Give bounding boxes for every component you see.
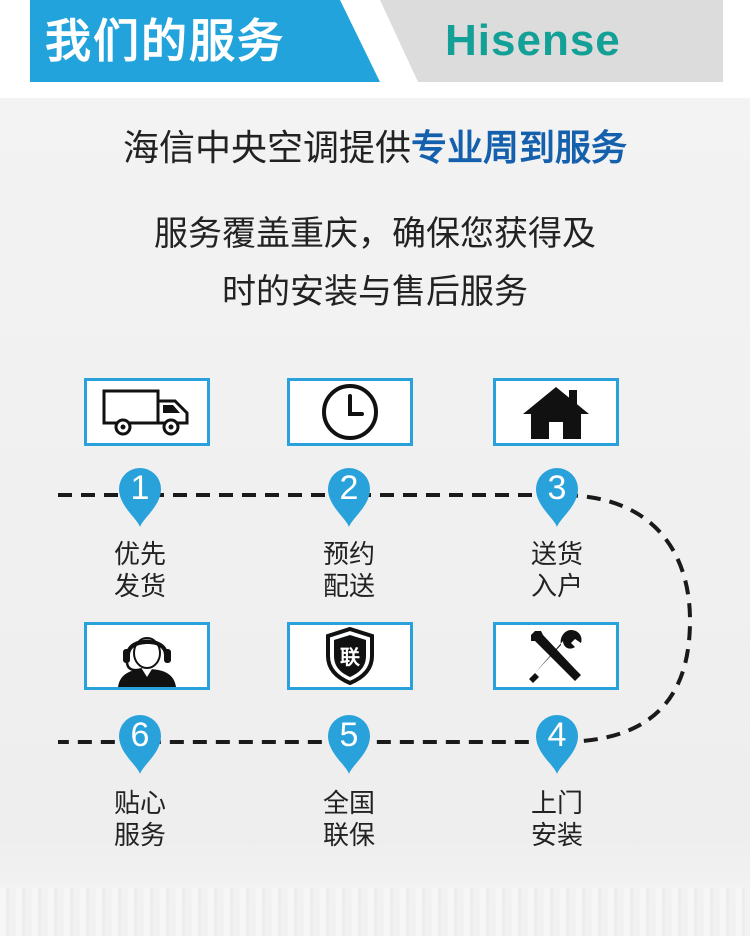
step-2-icon-box [287,378,413,446]
step-6-icon-box [84,622,210,690]
step-4-marker: 4 [534,713,580,775]
step-4-icon-box [493,622,619,690]
page-title: 我们的服务 [45,14,285,68]
step-3-label: 送货 入户 [497,539,617,603]
step-4-label-line-2: 安装 [530,821,583,851]
subtitle-line-1: 服务覆盖重庆，确保您获得及 [154,214,596,254]
step-6-label-line-1: 贴心 [113,789,166,819]
clock-icon [322,384,378,440]
step-5-icon-box: 联 [287,622,413,690]
panel-bottom-texture [0,888,750,936]
step-6-label: 贴心 服务 [80,788,200,852]
step-5-label-line-2: 联保 [322,821,375,851]
step-4-label: 上门 安装 [497,788,617,852]
step-3-icon-box [493,378,619,446]
wrench-screwdriver-icon [529,630,582,683]
step-3-marker: 3 [534,466,580,528]
header-title-background [30,0,380,82]
step-3-label-line-1: 送货 [530,540,583,570]
service-panel [0,98,750,936]
step-5-marker: 5 [326,713,372,775]
step-1-label-line-1: 优先 [113,540,166,570]
step-2-label: 预约 配送 [289,539,409,603]
step-6-label-line-2: 服务 [113,821,166,851]
step-6-number: 6 [130,716,150,754]
step-4-number: 4 [547,716,567,754]
step-3-number: 3 [547,469,567,507]
step-1-label: 优先 发货 [80,539,200,603]
step-1-label-line-2: 发货 [113,572,166,602]
shield-icon: 联 [326,626,374,686]
step-4-label-line-1: 上门 [530,789,583,819]
step-2-number: 2 [339,469,359,507]
step-1-icon-box [84,378,210,446]
step-1-number: 1 [130,469,150,507]
step-6-marker: 6 [117,713,163,775]
step-3-label-line-2: 入户 [530,572,583,602]
step-2-label-line-2: 配送 [322,572,375,602]
brand-background [380,0,723,82]
step-2-label-line-1: 预约 [322,540,375,570]
headline-highlight: 专业周到服务 [411,128,628,169]
header-banner: 我们的服务 Hisense [0,0,750,98]
delivery-truck-icon [102,389,189,436]
customer-service-headset-icon [118,637,176,687]
step-1-marker: 1 [117,466,163,528]
headline: 海信中央空调提供专业周到服务 [0,122,750,176]
headline-plain: 海信中央空调提供 [122,128,411,169]
step-5-label-line-1: 全国 [322,789,375,819]
step-5-label: 全国 联保 [289,788,409,852]
shield-text: 联 [340,645,360,669]
step-2-marker: 2 [326,466,372,528]
subtitle-line-2: 时的安装与售后服务 [222,272,528,312]
house-icon [523,387,589,439]
step-5-number: 5 [339,716,359,754]
brand-logo: Hisense [445,16,621,65]
